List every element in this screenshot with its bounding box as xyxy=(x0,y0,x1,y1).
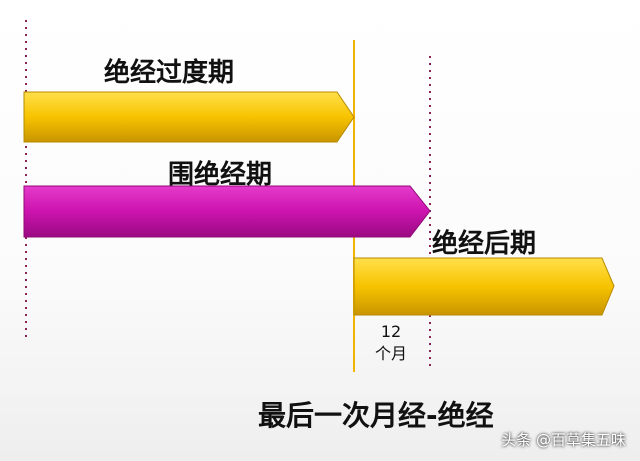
perimenopause-transition-arrow xyxy=(23,91,355,143)
postmenopause-arrow xyxy=(353,257,615,316)
twelve-month-interval-label: 12 个月 xyxy=(360,321,422,365)
perimenopause-arrow xyxy=(23,185,431,238)
perimenopause-transition-label: 绝经过度期 xyxy=(104,58,235,88)
perimenopause-label: 围绝经期 xyxy=(168,160,273,190)
interval-number: 12 xyxy=(380,322,402,341)
interval-unit: 个月 xyxy=(374,344,407,363)
postmenopause-label: 绝经后期 xyxy=(432,229,537,259)
watermark: 头条 @百草集五味 xyxy=(501,431,626,449)
caption-last-period-menopause: 最后一次月经-绝经 xyxy=(258,399,494,432)
